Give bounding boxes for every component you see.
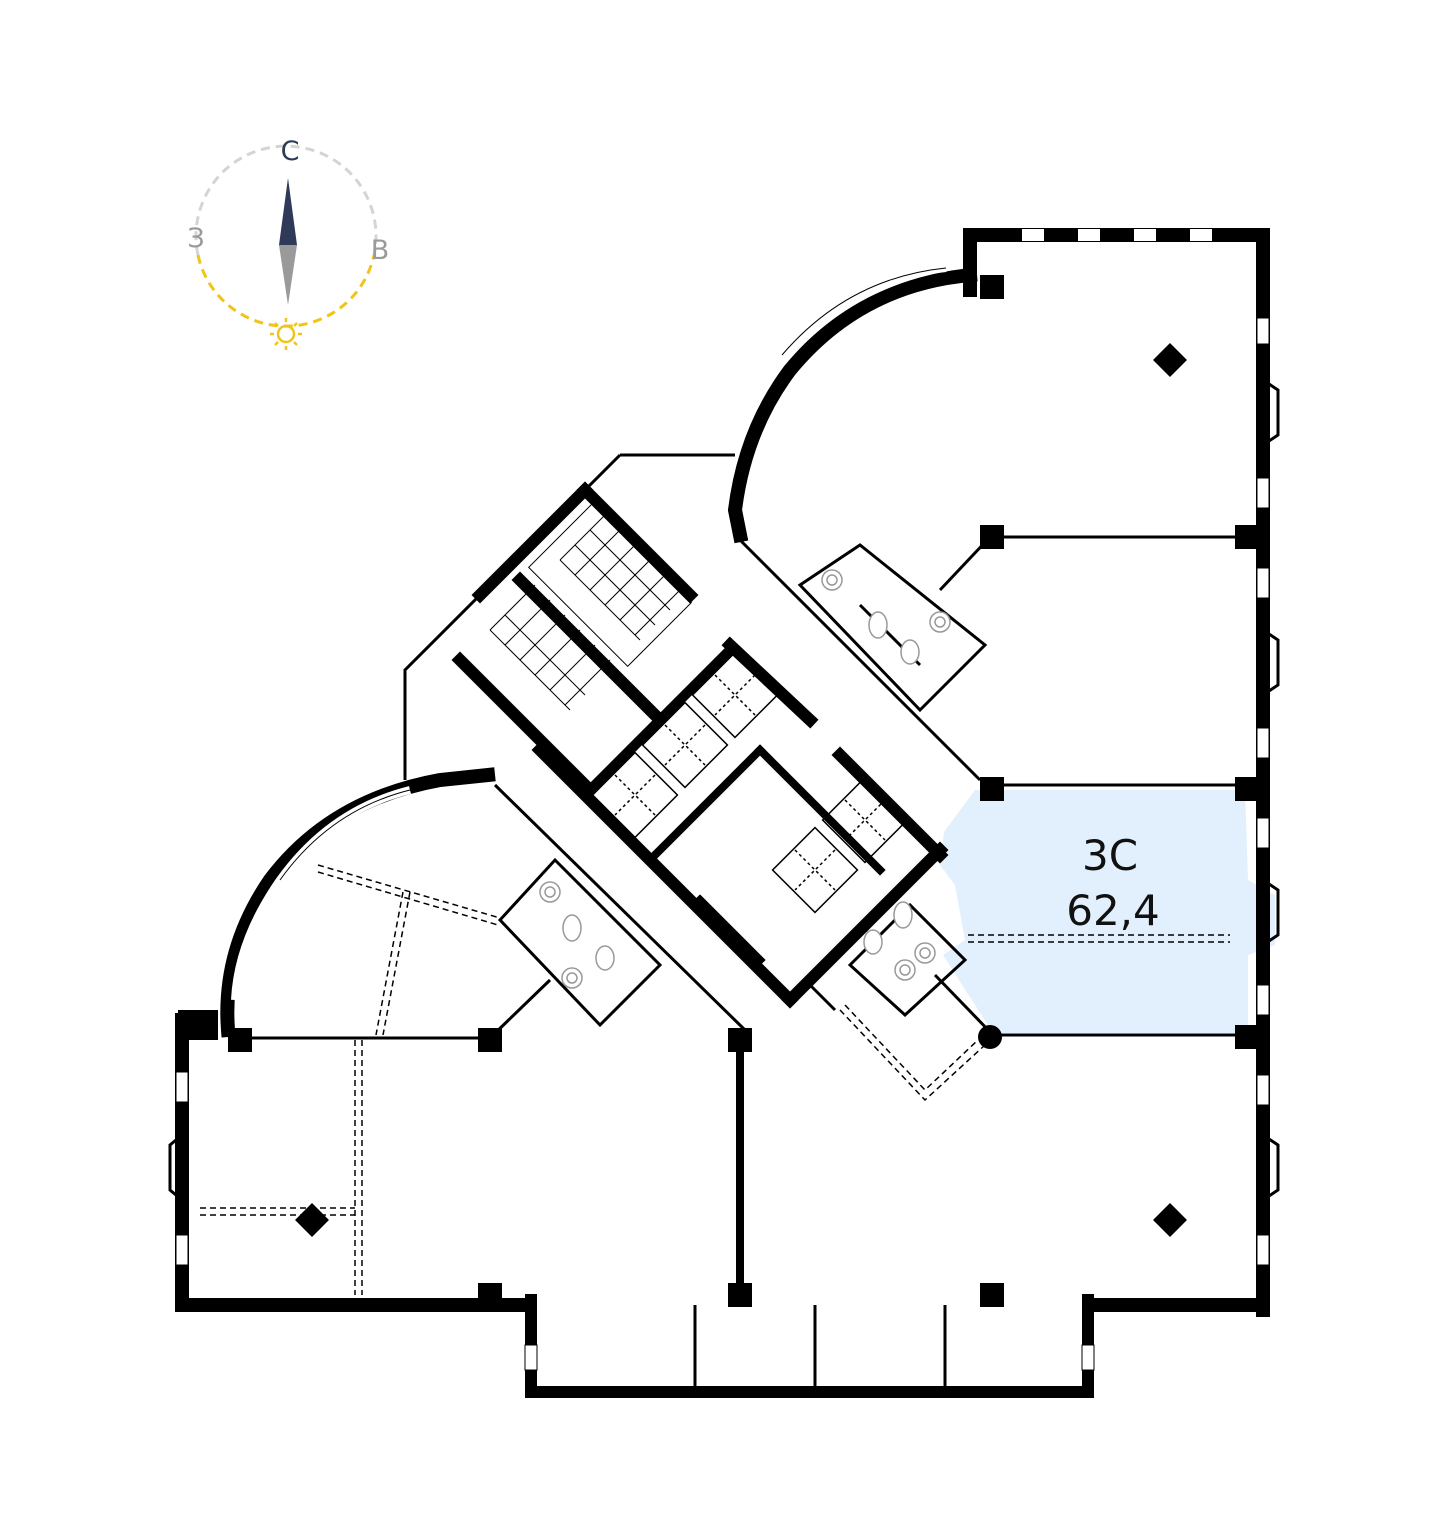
- exterior-walls: [168, 228, 1280, 1398]
- compass: С З В: [187, 136, 389, 350]
- sanitary-fixtures: [539, 569, 951, 989]
- compass-ring: [194, 144, 378, 256]
- compass-west-label: З: [187, 223, 204, 254]
- compass-north-label: С: [281, 136, 300, 167]
- sun-icon: [270, 318, 302, 350]
- curved-wall-left: [220, 767, 496, 1038]
- staircase: [489, 502, 693, 711]
- elevators: [591, 651, 909, 914]
- compass-needle-south: [279, 245, 297, 305]
- compass-east-label: В: [371, 235, 390, 266]
- compass-needle-north: [279, 178, 297, 245]
- unit-3c-area[interactable]: [940, 790, 1275, 1033]
- unit-area-label: 62,4: [1066, 886, 1160, 935]
- interior-walls: [240, 453, 1245, 1392]
- unit-name: 3С: [1082, 831, 1138, 880]
- columns: [178, 275, 1259, 1307]
- dashed-lines: [200, 864, 1230, 1295]
- curved-wall-top: [727, 264, 978, 544]
